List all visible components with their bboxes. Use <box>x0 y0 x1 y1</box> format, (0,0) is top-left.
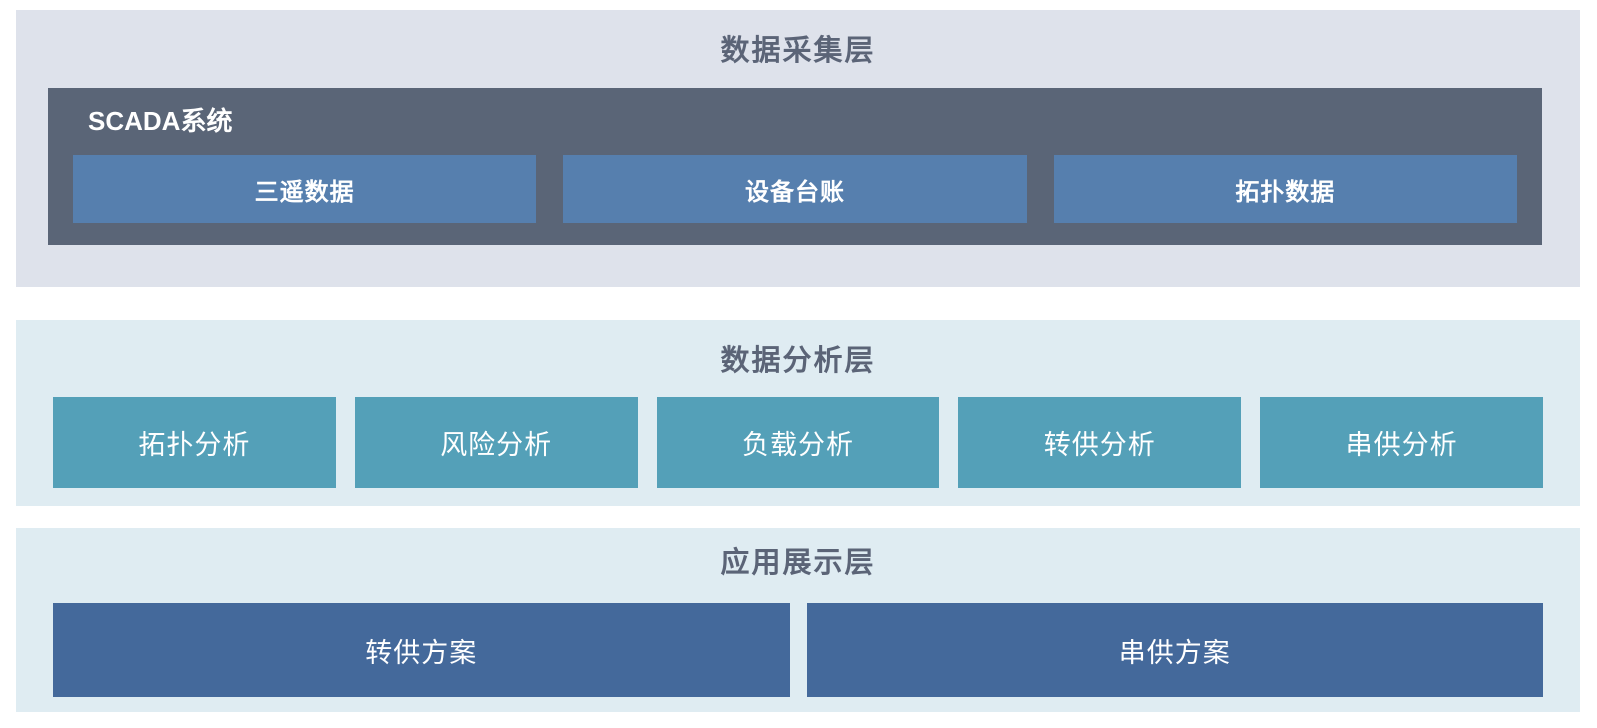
box-series-supply-analysis: 串供分析 <box>1260 397 1543 488</box>
scada-system-group: SCADA系统 三遥数据 设备台账 拓扑数据 <box>48 88 1542 245</box>
scada-data-row: 三遥数据 设备台账 拓扑数据 <box>73 155 1517 223</box>
box-topology-data: 拓扑数据 <box>1053 155 1517 223</box>
box-topology-analysis: 拓扑分析 <box>53 397 336 488</box>
layer-application-display-title: 应用展示层 <box>720 547 876 579</box>
box-load-analysis: 负载分析 <box>656 397 940 488</box>
box-risk-analysis: 风险分析 <box>354 397 638 488</box>
analysis-row: 拓扑分析 风险分析 负载分析 转供分析 串供分析 <box>16 397 1580 488</box>
scada-system-label: SCADA系统 <box>88 106 233 136</box>
application-row: 转供方案 串供方案 <box>16 603 1580 697</box>
layer-data-collection-title: 数据采集层 <box>720 35 876 67</box>
box-equipment-ledger: 设备台账 <box>563 155 1027 223</box>
box-telemetry-data: 三遥数据 <box>73 155 537 223</box>
layer-data-analysis: 数据分析层 拓扑分析 风险分析 负载分析 转供分析 串供分析 <box>16 320 1580 506</box>
box-transfer-supply-plan: 转供方案 <box>53 603 790 697</box>
layer-data-analysis-title: 数据分析层 <box>720 345 876 377</box>
box-series-supply-plan: 串供方案 <box>806 603 1543 697</box>
layer-application-display: 应用展示层 转供方案 串供方案 <box>16 528 1580 712</box>
layer-data-collection: 数据采集层 SCADA系统 三遥数据 设备台账 拓扑数据 <box>16 10 1580 287</box>
box-transfer-supply-analysis: 转供分析 <box>958 397 1242 488</box>
